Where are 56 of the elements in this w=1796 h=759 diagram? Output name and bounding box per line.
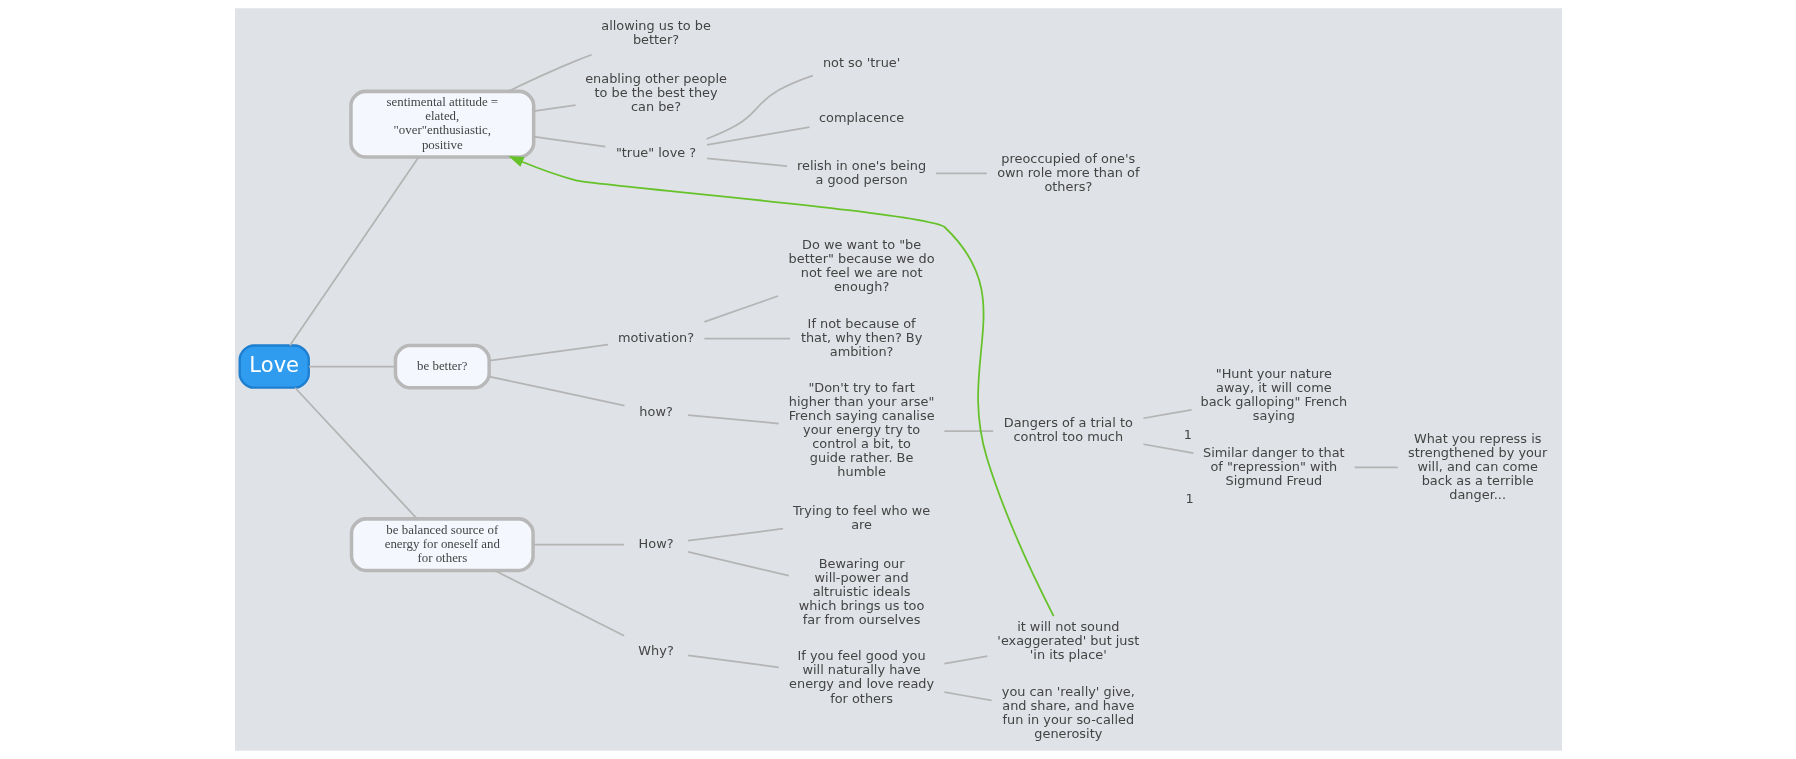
connector: [493, 569, 625, 637]
node-label: 1: [1183, 427, 1192, 442]
node-box: sentimental attitude = elated, "over"enthusiastic, positive: [348, 89, 535, 159]
connector: [1142, 443, 1194, 455]
connector: [1142, 409, 1192, 420]
node-text: enabling other people to be the best they can be?: [584, 70, 727, 115]
node-text: If not because of that, why then? By ambition?: [800, 315, 922, 359]
node-text: it will not sound 'exaggerated' but just 'in its place': [996, 619, 1139, 663]
node-text: "true" love ?: [615, 144, 696, 160]
node-box: be better?: [393, 343, 491, 390]
node-label: 1: [1184, 491, 1194, 507]
connector: [532, 135, 606, 148]
connector: [943, 655, 988, 665]
connector: [307, 365, 396, 368]
connector: [488, 343, 609, 362]
node-text: "Don't try to fart higher than your arse" French saying canalise your energy try to control a bit, to guide rather. Be humble: [788, 380, 935, 480]
connector: [1353, 466, 1399, 469]
node-box: Love: [238, 344, 310, 389]
node-text: Dangers of a trial to control too much: [1003, 415, 1133, 445]
connector: [488, 375, 625, 407]
connector: [686, 551, 790, 577]
node-text: preoccupied of one's own role more than of others?: [996, 150, 1139, 194]
node-text: "Hunt your nature away, it will come back galloping" French saying: [1200, 366, 1347, 424]
node-text: complacence: [818, 109, 904, 125]
connector: [686, 527, 784, 542]
connector: [705, 126, 810, 146]
node-text: Similar danger to that of "repression" with Sigmund Freud: [1202, 444, 1345, 488]
node-text: Do we want to "be better" because we do not feel we are not enough?: [788, 237, 935, 295]
node-text: Bewaring our will-power and altruistic ideals which brings us too far from ourselves: [798, 555, 924, 628]
node-text: not so 'true': [822, 54, 900, 70]
node-text: you can 'really' give, and share, and have fun in your so-called generosity: [1001, 683, 1135, 741]
connector: [686, 414, 780, 425]
connector: [943, 691, 992, 702]
connector: [293, 386, 418, 520]
node-text: relish in one's being a good person: [796, 157, 926, 187]
connector: [934, 172, 988, 175]
connector: [532, 104, 576, 113]
node-text: allowing us to be better?: [600, 18, 711, 48]
node-box: be balanced source of energy for oneself and for others: [349, 517, 535, 573]
connector: [943, 430, 994, 432]
connector: [531, 543, 625, 546]
arrow: [507, 156, 1055, 617]
node-text: What you repress is strengthened by your will, and can come back as a terrible danger...: [1407, 430, 1547, 502]
connector: [686, 654, 780, 669]
connector: [703, 337, 791, 340]
node-text: Why?: [637, 642, 674, 658]
node-text: If you feel good you will naturally have energy and love ready for others: [788, 648, 934, 706]
connector: [705, 74, 814, 140]
connector: [507, 53, 592, 93]
node-text: how?: [638, 403, 673, 419]
connector: [705, 157, 788, 168]
connector: [288, 156, 419, 347]
connector: [703, 295, 779, 323]
node-text: How?: [638, 535, 674, 551]
node-text: motivation?: [617, 329, 694, 345]
node-text: Trying to feel who we are: [792, 503, 930, 533]
